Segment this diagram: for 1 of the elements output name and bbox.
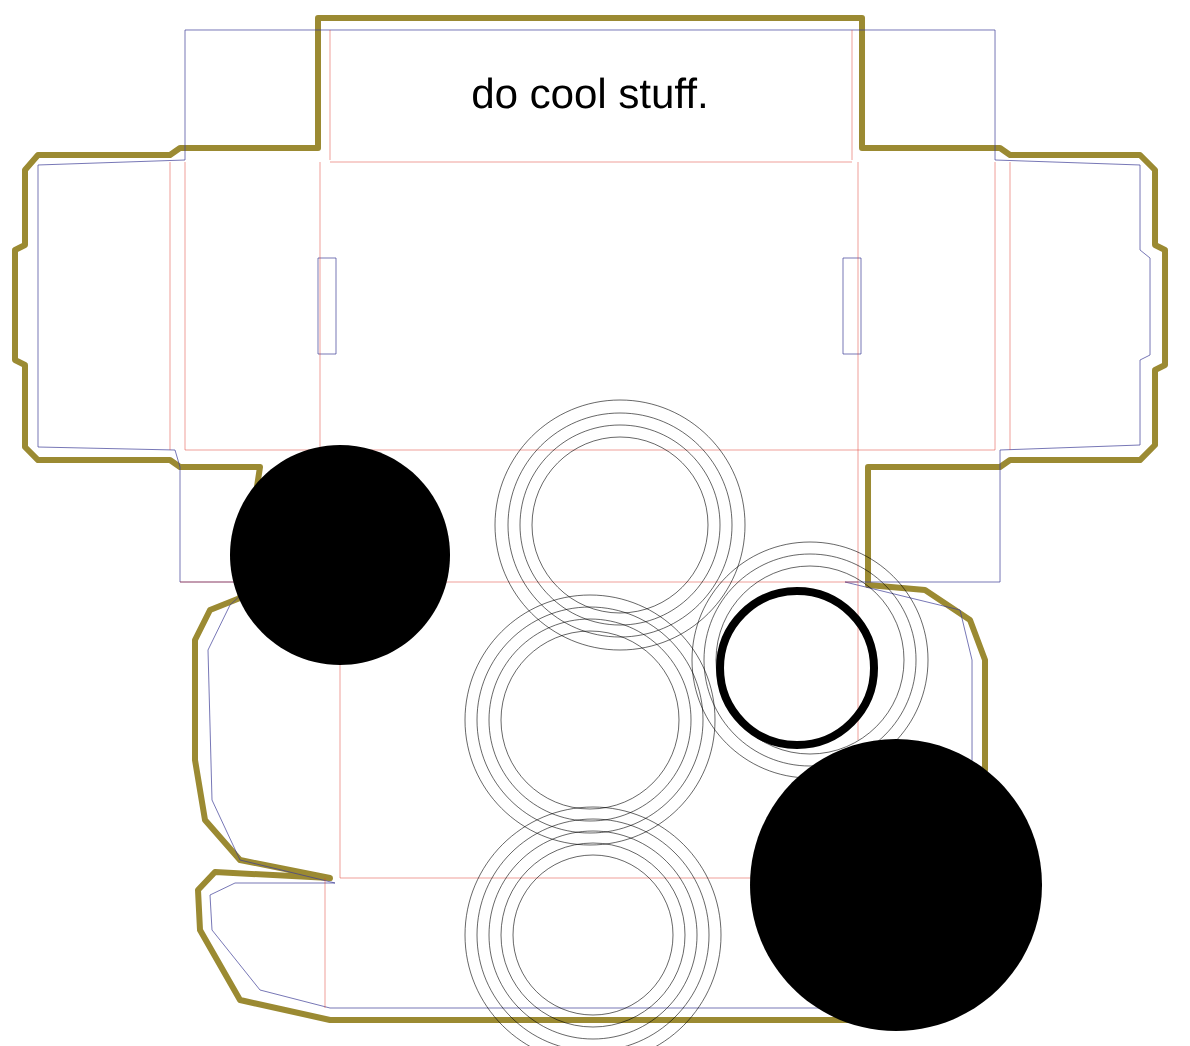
headline: do cool stuff.	[473, 77, 705, 109]
